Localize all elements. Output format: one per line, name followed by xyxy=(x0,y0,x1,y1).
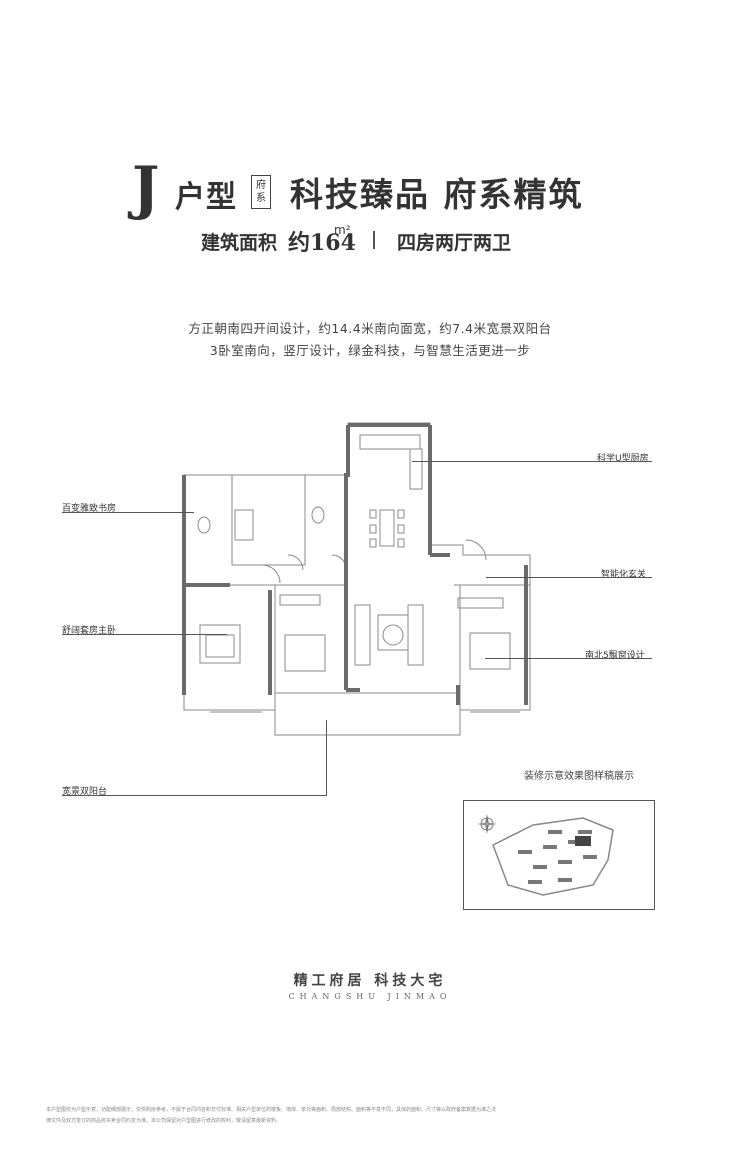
footer-slogan: 精工府居 科技大宅 xyxy=(293,973,447,989)
description-line-2: 3卧室南向，竖厅设计，绿金科技，与智慧生活更进一步 xyxy=(209,343,531,358)
callout-study-line xyxy=(62,512,194,513)
description-line-1: 方正朝南四开间设计，约14.4米南向面宽，约7.4米宽景双阳台 xyxy=(188,321,552,336)
area-value: 约164 xyxy=(288,230,356,256)
disclaimer-line-2: 律文件及双方签订的商品房买卖合同约定为准。本公司保留对户型图进行修改的权利，敬请… xyxy=(46,1118,282,1124)
callout-bay-window: 南北5飘窗设计 xyxy=(585,651,645,661)
unit-type-label: 户型 xyxy=(175,180,237,215)
room-config: 四房两厅两卫 xyxy=(397,232,512,254)
unit-type-letter: J xyxy=(132,154,160,222)
callout-study: 百变雅致书房 xyxy=(62,504,117,514)
series-badge: 府系 xyxy=(251,175,271,209)
floor-plan xyxy=(182,422,531,736)
site-map xyxy=(463,800,655,910)
area-unit: m² xyxy=(334,223,351,237)
callout-entrance-line xyxy=(486,577,652,578)
disclaimer: 本户型图仅为户型示意，功能细部展示，仅供购房参考，不属于合同内容和交付标准。相关… xyxy=(46,1105,696,1127)
area-label: 建筑面积 xyxy=(201,232,278,254)
area-row: 建筑面积 约164 m² 四房两厅两卫 xyxy=(0,223,740,258)
compass-icon xyxy=(477,814,497,834)
main-slogan: 科技臻品 府系精筑 xyxy=(290,175,584,214)
callout-balcony: 宽景双阳台 xyxy=(62,787,108,797)
disclaimer-line-1: 本户型图仅为户型示意，功能细部展示，仅供购房参考，不属于合同内容和交付标准。相关… xyxy=(46,1107,497,1113)
brand-name: CHANGSHU JINMAO xyxy=(288,992,452,1001)
render-note: 装修示意效果图样稿展示 xyxy=(524,771,634,782)
divider xyxy=(373,231,375,249)
callout-kitchen-line xyxy=(412,461,652,462)
callout-balcony-line xyxy=(62,795,327,796)
callout-bay-window-line xyxy=(485,658,652,659)
callout-kitchen: 科学U型厨房 xyxy=(597,454,649,464)
callout-entrance: 智能化玄关 xyxy=(601,570,647,580)
callout-master-line xyxy=(62,634,227,635)
callout-master: 舒阔套房主卧 xyxy=(62,626,117,636)
callout-balcony-vertical xyxy=(326,720,327,796)
title-row: J 户型 府系 科技臻品 府系精筑 xyxy=(0,154,740,222)
